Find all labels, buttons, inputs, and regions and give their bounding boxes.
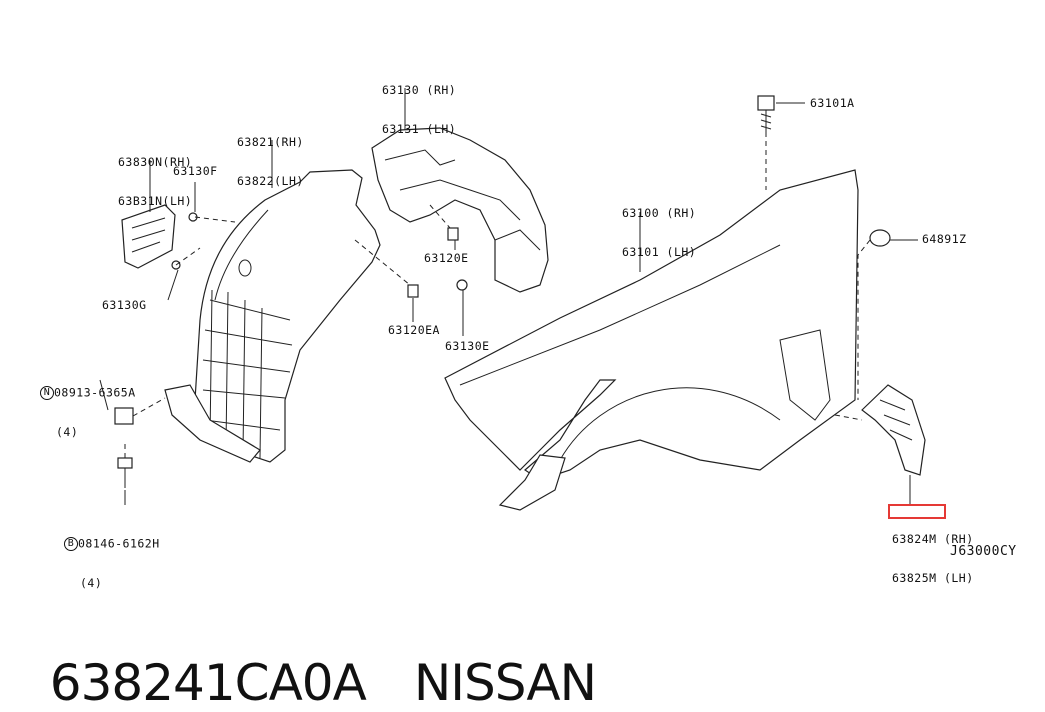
fender-liner-part (194, 169, 381, 463)
callout-63831n-lh: 63B31N(LH) (118, 194, 193, 208)
fender-garnish-part (861, 384, 926, 476)
diagram-code: J63000CY (950, 544, 1017, 559)
callout-08146-qty: (4) (80, 576, 103, 590)
highlight-box (888, 504, 946, 519)
clip-63120EA (407, 284, 419, 298)
callout-63120ea: 63120EA (388, 323, 440, 337)
callout-64891z: 64891Z (922, 232, 967, 246)
callout-63821: 63821(RH) 63822(LH) (237, 110, 304, 201)
callout-63120e: 63120E (424, 251, 469, 265)
bolt-part (757, 95, 775, 132)
callout-08913-number: 08913-6365A (54, 385, 136, 400)
callout-08913-qty: (4) (56, 425, 79, 439)
callout-63830n-rh: 63830N(RH) (118, 155, 193, 169)
parts-diagram (99, 88, 926, 511)
lower-bracket-part (164, 384, 261, 463)
leader-lines (99, 88, 918, 505)
assembly-lines (124, 132, 871, 458)
callout-63130-rh: 63130 (RH) (382, 83, 457, 97)
part-caption: 638241CA0A NISSAN (20, 596, 597, 712)
callout-63824: 63824M (RH) 63825M (LH) (892, 507, 974, 598)
diagram-drawing (99, 88, 926, 511)
callout-63130: 63130 (RH) 63131 (LH) (382, 58, 456, 149)
callout-63830: 63830N(RH) 63B31N(LH) (118, 130, 192, 221)
callout-63100: 63100 (RH) 63101 (LH) (622, 181, 696, 272)
bolt-circle-b-icon: B (64, 537, 78, 551)
part-number: 638241CA0A (49, 654, 367, 712)
callout-63825m-lh: 63825M (LH) (892, 571, 974, 585)
clip-63120E (447, 227, 459, 241)
inner-shield-part (371, 127, 549, 293)
bolt-08146 (117, 457, 133, 488)
callout-08146-number: 08146-6162H (78, 536, 160, 551)
nut-circle-n-icon: N (40, 386, 54, 400)
callout-63821-rh: 63821(RH) (237, 135, 304, 149)
callout-63822-lh: 63822(LH) (237, 174, 304, 188)
callout-63131-lh: 63131 (LH) (382, 122, 457, 136)
brand-name: NISSAN (413, 654, 597, 712)
callout-63101a: 63101A (810, 96, 855, 110)
clip-63130E (456, 279, 468, 291)
callout-63824m-rh: 63824M (RH) (892, 532, 974, 546)
front-fender-part (444, 169, 859, 511)
side-bracket-part (121, 204, 176, 269)
callout-63100-rh: 63100 (RH) (622, 206, 697, 220)
callout-63101-lh: 63101 (LH) (622, 245, 697, 259)
callout-63130f: 63130F (173, 164, 218, 178)
callout-63130e: 63130E (445, 339, 490, 353)
cap-part (869, 229, 891, 247)
callout-63130g: 63130G (102, 298, 147, 312)
